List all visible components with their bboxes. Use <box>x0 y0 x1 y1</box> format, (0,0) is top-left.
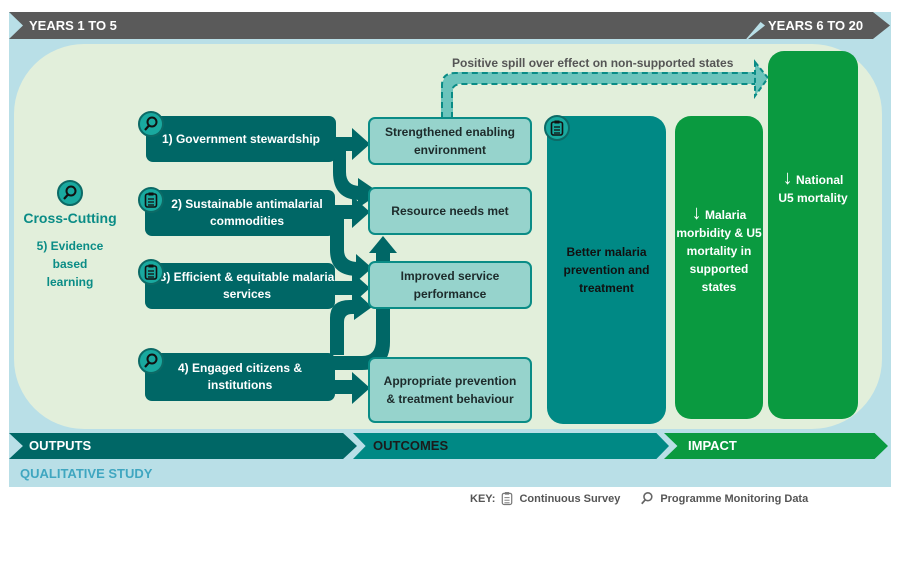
key-monitoring-label: Programme Monitoring Data <box>660 492 809 505</box>
magnifier-icon <box>138 111 164 137</box>
outcome-enabling-environment: Strengthened enabling environment <box>368 117 532 165</box>
cross-cutting-item: 5) Evidence based learning <box>36 239 104 289</box>
key-label: KEY: <box>470 492 496 505</box>
outcome-prevention-behaviour: Appropriate prevention & treatment behav… <box>368 357 532 423</box>
impact-supported-states: ↓ Malaria morbidity & U5 mortality in su… <box>675 116 763 419</box>
better-prevention-label: Better malaria prevention and treatment <box>563 245 650 295</box>
clipboard-icon <box>138 259 164 285</box>
magnifier-icon <box>138 348 164 374</box>
timeline-years-6-20: YEARS 6 TO 20 <box>748 12 890 39</box>
spillover-arrowhead <box>754 59 770 100</box>
output-label: 2) Sustainable antimalarial commodities <box>171 197 323 228</box>
clipboard-icon <box>502 492 513 506</box>
legend-key: KEY: Continuous Survey Programme Monitor… <box>470 491 808 506</box>
output-label: 3) Efficient & equitable malaria service… <box>159 270 335 301</box>
impact-label: National U5 mortality <box>778 173 848 205</box>
timeline-years-6-20-label: YEARS 6 TO 20 <box>768 18 864 33</box>
qualitative-study-label: QUALITATIVE STUDY <box>20 466 153 481</box>
outcome-resource-needs: Resource needs met <box>368 187 532 235</box>
spillover-arrow <box>441 72 755 118</box>
down-arrow-icon: ↓ <box>691 202 702 224</box>
stage-outcomes-label: OUTCOMES <box>373 438 449 453</box>
outcome-label: Resource needs met <box>391 204 509 218</box>
output-sustainable-commodities: 2) Sustainable antimalarial commodities <box>145 190 335 236</box>
stage-outcomes: OUTCOMES <box>353 433 669 459</box>
output-label: 1) Government stewardship <box>161 131 321 146</box>
impact-label: Malaria morbidity & U5 mortality in supp… <box>676 208 762 294</box>
outcome-label: Improved service performance <box>400 269 500 301</box>
output-government-stewardship: 1) Government stewardship <box>146 116 336 162</box>
cross-cutting-title: Cross-Cutting <box>23 210 117 226</box>
stage-outputs: OUTPUTS <box>9 433 357 459</box>
output-efficient-services: 3) Efficient & equitable malaria service… <box>145 263 335 309</box>
output-label: 4) Engaged citizens & institutions <box>177 361 303 392</box>
stage-impact-label: IMPACT <box>688 438 737 453</box>
timeline-years-1-5: YEARS 1 TO 5 <box>9 12 769 39</box>
key-survey-label: Continuous Survey <box>519 492 621 505</box>
outcome-label: Strengthened enabling environment <box>384 125 515 157</box>
magnifier-icon <box>641 492 653 505</box>
outcome-service-performance: Improved service performance <box>368 261 532 309</box>
clipboard-icon <box>138 187 164 213</box>
clipboard-icon <box>544 115 570 141</box>
output-engaged-citizens: 4) Engaged citizens & institutions <box>145 353 335 401</box>
outcome-label: Appropriate prevention & treatment behav… <box>383 374 517 406</box>
stage-impact: IMPACT <box>664 433 888 459</box>
impact-national: ↓ National U5 mortality <box>768 51 858 419</box>
stage-outputs-label: OUTPUTS <box>29 438 92 453</box>
better-prevention-box: Better malaria prevention and treatment <box>547 116 666 424</box>
timeline-years-1-5-label: YEARS 1 TO 5 <box>29 18 117 33</box>
down-arrow-icon: ↓ <box>782 167 793 189</box>
cross-cutting-magnifier-icon <box>57 180 83 206</box>
spillover-label: Positive spill over effect on non-suppor… <box>452 56 734 70</box>
